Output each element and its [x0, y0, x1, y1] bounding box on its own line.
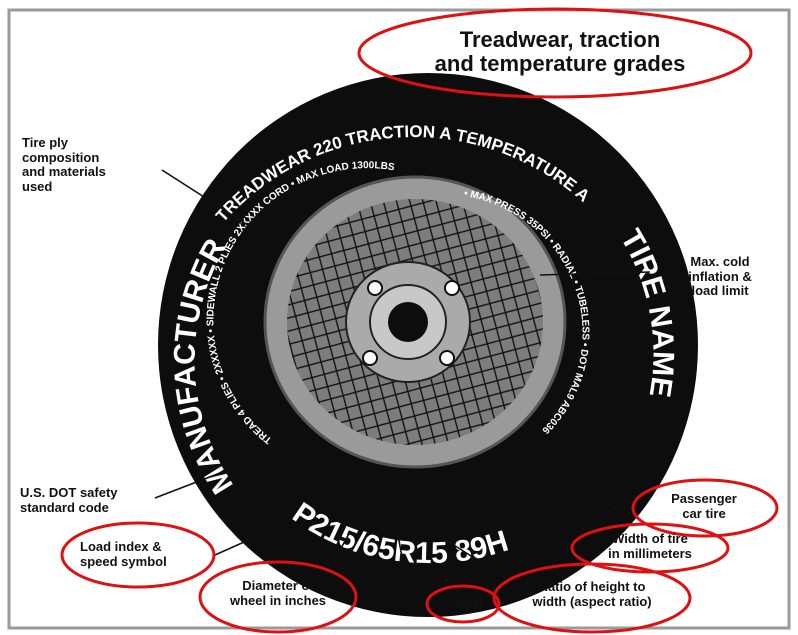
- label-inflation: Max. cold inflation & load limit: [665, 255, 775, 299]
- label-radial: Radial: [432, 596, 494, 611]
- hub-center: [388, 302, 428, 342]
- label-dot: U.S. DOT safety standard code: [20, 486, 118, 515]
- lug-nut: [363, 351, 377, 365]
- label-ply: Tire ply composition and materials used: [22, 136, 106, 194]
- lug-nut: [440, 351, 454, 365]
- label-diameter: Diameter of wheel in inches: [206, 579, 350, 608]
- label-passenger: Passenger car tire: [645, 492, 763, 521]
- lug-nut: [445, 281, 459, 295]
- label-width: Width of tire in millimeters: [583, 532, 717, 561]
- label-load: Load index & speed symbol: [80, 540, 167, 569]
- label-ratio: Ratio of height to width (aspect ratio): [504, 580, 680, 609]
- label-grades: Treadwear, traction and temperature grad…: [395, 28, 725, 76]
- lug-nut: [368, 281, 382, 295]
